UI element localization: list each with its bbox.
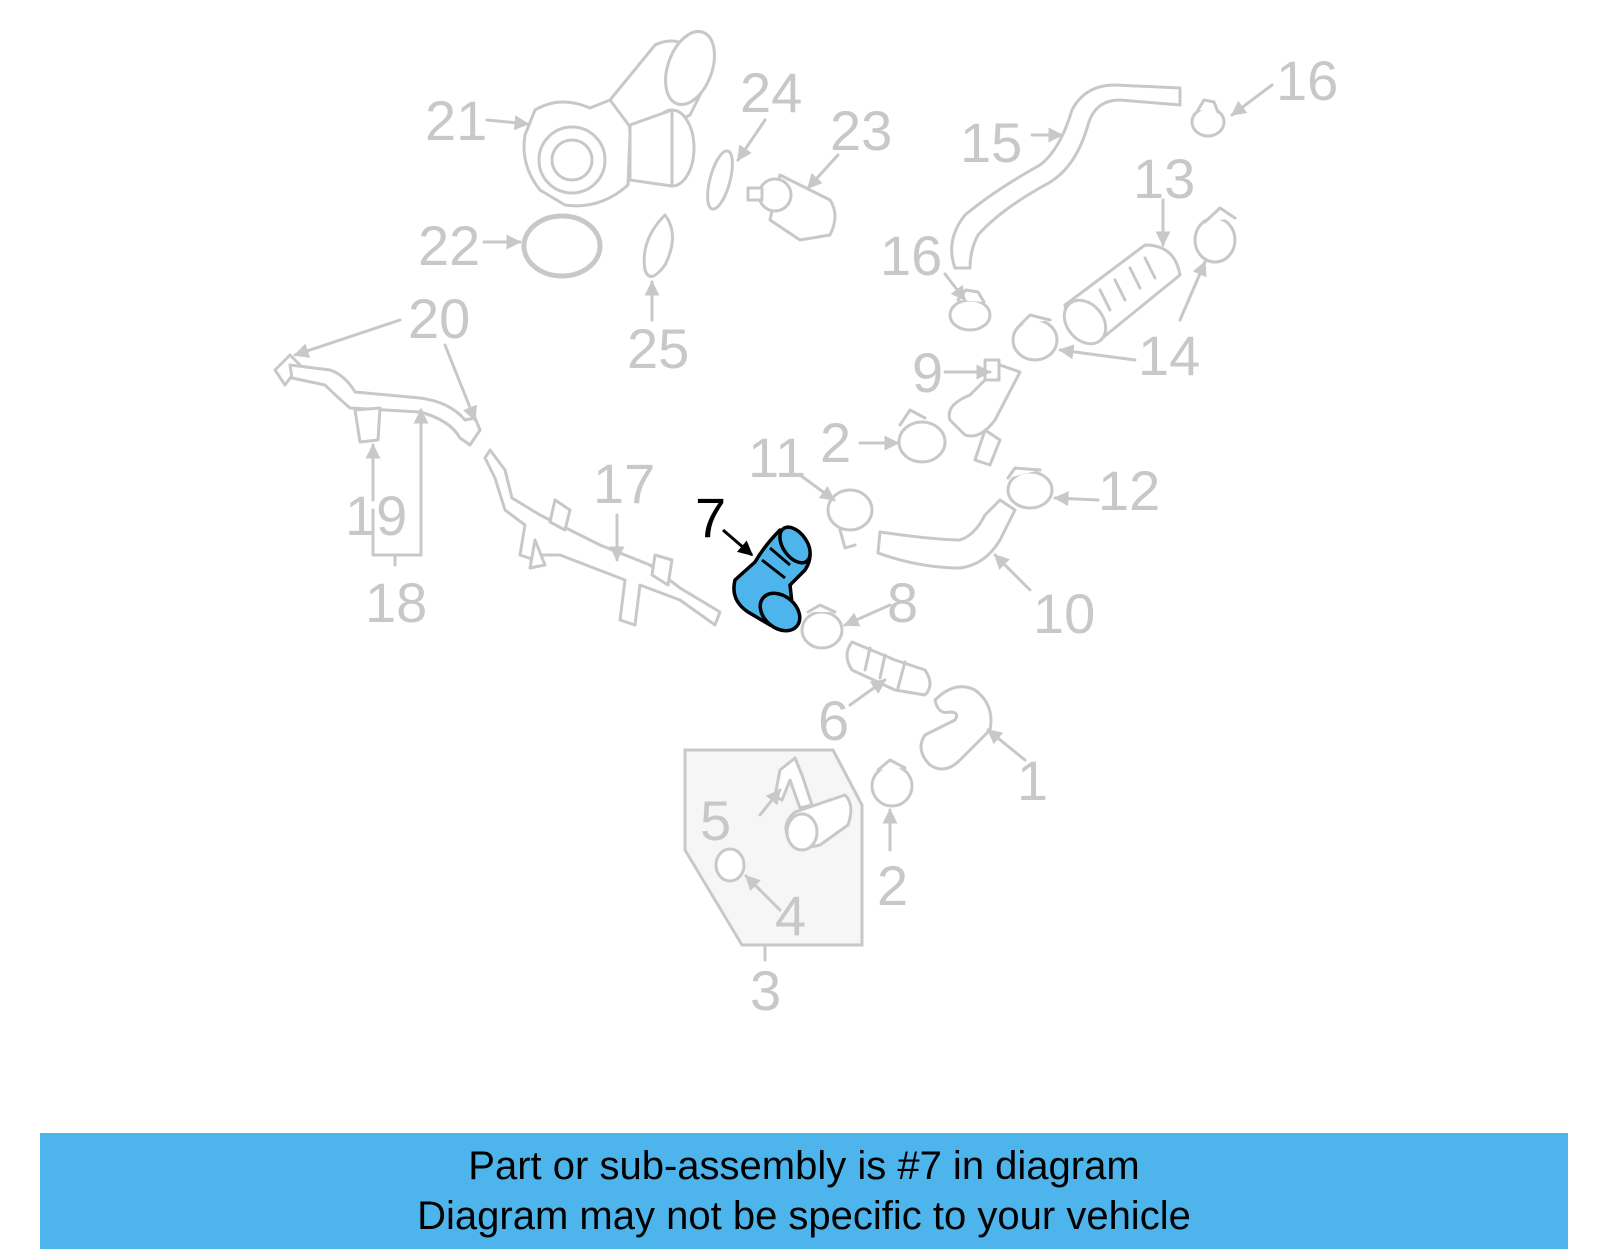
info-banner: Part or sub-assembly is #7 in diagram Di… (40, 1133, 1568, 1249)
banner-line-part-number: Part or sub-assembly is #7 in diagram (468, 1144, 1140, 1188)
callout-7: 7 (695, 486, 726, 549)
part-14-clamp-b (1011, 313, 1059, 362)
callout-6: 6 (818, 689, 849, 752)
callout-20: 20 (408, 287, 470, 350)
callout-2-upper: 2 (820, 411, 851, 474)
callout-15: 15 (960, 111, 1022, 174)
part-19-bracket (353, 406, 382, 444)
callout-24: 24 (740, 61, 802, 124)
callout-23: 23 (830, 99, 892, 162)
part-10-hose (876, 498, 1017, 570)
callout-18: 18 (365, 571, 427, 634)
part-25-seal (642, 213, 674, 278)
part-8-clamp (800, 603, 844, 650)
parts-diagram: 1 2 2 3 4 5 6 7 8 9 10 11 12 13 14 15 16… (273, 30, 1338, 1022)
callout-2-lower: 2 (877, 854, 908, 917)
callout-1: 1 (1017, 749, 1048, 812)
callout-22: 22 (418, 214, 480, 277)
callout-14: 14 (1138, 324, 1200, 387)
part-16-clamp-upper (1190, 98, 1226, 138)
callout-11: 11 (748, 426, 806, 489)
callout-25: 25 (627, 317, 689, 380)
callout-12: 12 (1098, 459, 1160, 522)
callout-4: 4 (775, 884, 806, 947)
callout-17: 17 (593, 452, 655, 515)
part-23-sensor (746, 173, 837, 242)
callout-16-upper: 16 (1276, 49, 1338, 112)
part-13-hose (1062, 243, 1182, 346)
callout-19: 19 (345, 484, 407, 547)
callout-21: 21 (425, 89, 487, 152)
part-16-clamp-lower (948, 288, 992, 332)
part-15-hose (950, 83, 1182, 270)
part-24-o-ring (706, 149, 734, 211)
part-22-gasket (521, 213, 603, 279)
part-12-clamp (1006, 466, 1054, 510)
leader-lines (293, 83, 1274, 962)
part-7-highlighted-hose (732, 525, 812, 633)
part-20-line (273, 353, 482, 447)
callout-10: 10 (1033, 582, 1095, 645)
part-21-thermostat-housing (522, 30, 716, 208)
part-2-clamp-upper (897, 408, 947, 464)
part-11-clamp (826, 488, 874, 550)
part-6-fitting (845, 640, 932, 697)
callout-5: 5 (700, 789, 731, 852)
part-1-hose (919, 685, 993, 771)
banner-line-disclaimer: Diagram may not be specific to your vehi… (417, 1194, 1191, 1238)
callout-16-lower: 16 (880, 224, 942, 287)
part-17-rail (483, 448, 722, 627)
part-3-assembly (683, 748, 864, 947)
part-14-clamp-a (1193, 206, 1237, 264)
callout-9: 9 (912, 341, 943, 404)
callout-8: 8 (887, 571, 918, 634)
part-9-fitting (947, 358, 1022, 467)
callout-3: 3 (750, 959, 781, 1022)
callout-13: 13 (1133, 147, 1195, 210)
callout-labels: 1 2 2 3 4 5 6 7 8 9 10 11 12 13 14 15 16… (345, 49, 1338, 1022)
part-2-clamp-lower (870, 758, 914, 808)
